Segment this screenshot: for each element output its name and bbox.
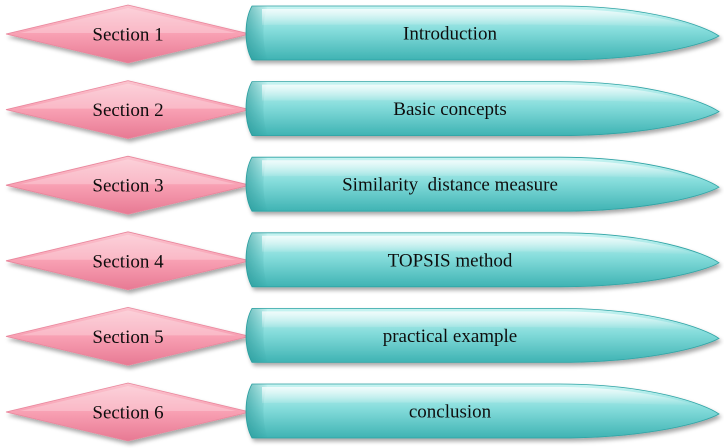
outline-row: Section 6 conclusion [5, 382, 720, 442]
section-diamond: Section 4 [5, 231, 251, 291]
section-diamond: Section 5 [5, 306, 251, 366]
diamond-highlight [20, 386, 236, 411]
section-label: Section 6 [92, 403, 163, 424]
topic-label: conclusion [409, 402, 492, 423]
bullet-shine [262, 84, 700, 104]
diamond-highlight [20, 83, 236, 109]
topic-label: practical example [383, 326, 518, 347]
topic-bullet: conclusion [245, 383, 720, 439]
topic-label: Introduction [403, 24, 497, 45]
section-diamond: Section 3 [5, 155, 251, 215]
section-label: Section 2 [92, 100, 163, 121]
topic-bullet: Introduction [245, 5, 720, 61]
section-diamond: Section 2 [5, 80, 251, 140]
diamond-highlight [20, 310, 236, 336]
topic-label: Basic concepts [393, 99, 506, 120]
outline-row: Section 4 TOPSIS method [5, 231, 720, 291]
topic-bullet: Basic concepts [245, 81, 720, 136]
section-diamond: Section 6 [5, 382, 251, 442]
section-label: Section 3 [92, 176, 163, 197]
topic-label: TOPSIS method [388, 250, 513, 271]
bullet-shine [262, 387, 700, 406]
diamond-highlight [20, 159, 236, 185]
topic-bullet: Similarity distance measure [245, 156, 720, 212]
section-label: Section 5 [92, 327, 163, 348]
bullet-shine [262, 160, 700, 180]
diamond-highlight [20, 8, 236, 33]
diamond-highlight [20, 234, 236, 260]
section-label: Section 4 [92, 251, 164, 272]
topic-bullet: TOPSIS method [245, 232, 720, 288]
outline-row: Section 3 Similarity distance measure [5, 155, 720, 215]
outline-row: Section 1 Introduction [5, 4, 720, 64]
topic-label: Similarity distance measure [342, 175, 558, 196]
bullet-shine [262, 9, 700, 28]
topic-bullet: practical example [245, 308, 720, 363]
bullet-shine [262, 235, 700, 255]
outline-row: Section 5 practical example [5, 306, 720, 366]
section-label: Section 1 [92, 25, 163, 46]
outline-row: Section 2 Basic concepts [5, 80, 720, 140]
section-diamond: Section 1 [5, 4, 251, 64]
bullet-shine [262, 311, 700, 331]
